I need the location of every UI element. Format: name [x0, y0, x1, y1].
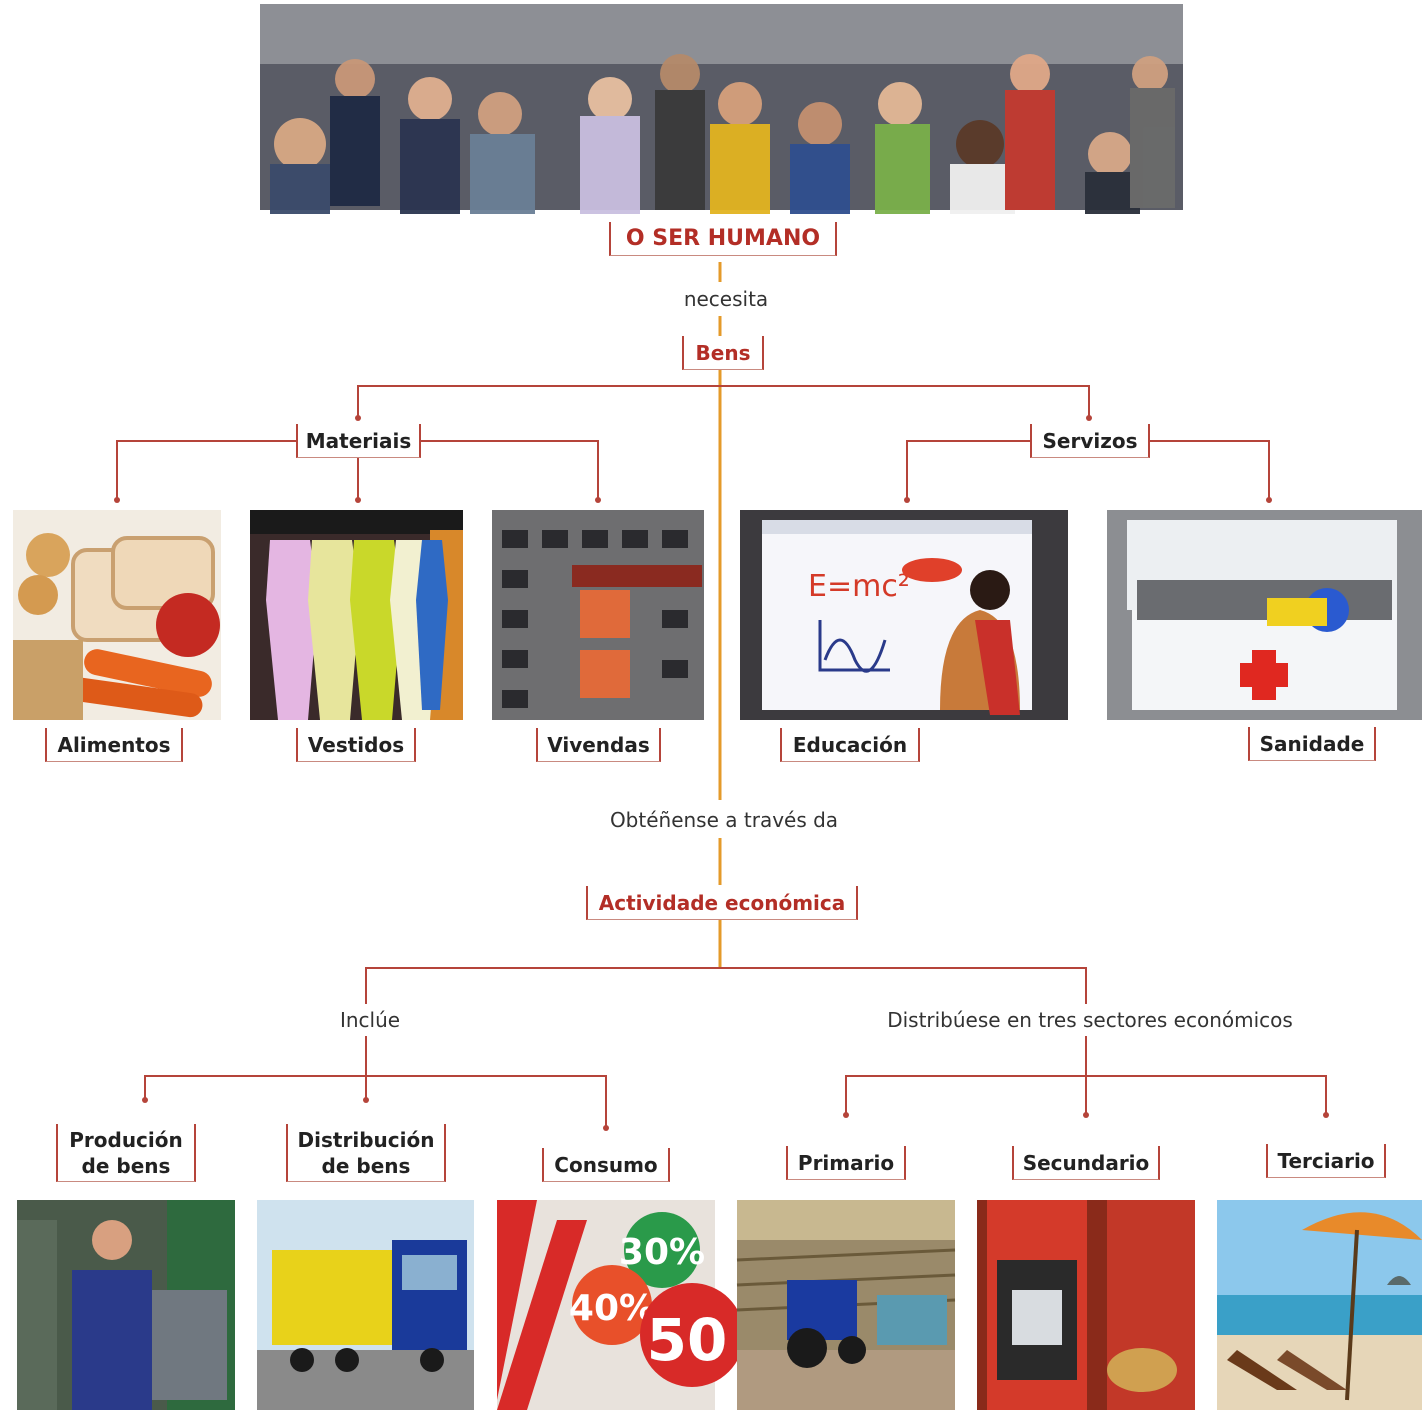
discount-30-text: 30% [619, 1232, 705, 1273]
producion-line2: de bens [81, 1153, 171, 1178]
formula-text: E=mc² [808, 569, 910, 604]
tractor-field-photo [736, 1200, 956, 1410]
food-photo [13, 510, 221, 720]
discount-50-text: 50 [647, 1306, 728, 1374]
industrial-machine-photo [977, 1200, 1195, 1410]
actividade-economica-node: Actividade económica [586, 886, 858, 920]
alimentos-label: Alimentos [45, 728, 183, 762]
connector-label-distribuese: Distribúese en tres sectores económicos [862, 1008, 1318, 1032]
servizos-node: Servizos [1030, 424, 1150, 458]
discount-40-text: 40% [569, 1288, 655, 1329]
root-node: O SER HUMANO [609, 222, 837, 256]
vestidos-label: Vestidos [296, 728, 416, 762]
consumo-label: Consumo [542, 1148, 670, 1182]
distribucion-line1: Distribución [297, 1127, 435, 1152]
factory-worker-photo [17, 1200, 235, 1410]
producion-line1: Produción [69, 1127, 183, 1152]
bens-node: Bens [682, 336, 764, 370]
connector-label-necesita: necesita [674, 287, 778, 311]
beach-photo [1217, 1200, 1422, 1410]
housing-photo [492, 510, 704, 720]
sale-discount-photo: 30% 40% 50 [497, 1200, 744, 1410]
secundario-label: Secundario [1012, 1146, 1160, 1180]
truck-photo [257, 1200, 474, 1410]
connector-label-obtenense: Obtéñense a través da [592, 808, 856, 832]
whiteboard-photo: E=mc² [740, 510, 1068, 720]
first-aid-kit-photo [1107, 510, 1422, 720]
materiais-node: Materiais [296, 424, 421, 458]
educacion-label: Educación [780, 728, 920, 762]
clothes-photo [250, 510, 463, 720]
terciario-label: Terciario [1266, 1144, 1386, 1178]
distribucion-line2: de bens [321, 1153, 411, 1178]
connector-label-inclue: Inclúe [322, 1008, 418, 1032]
crowd-photo [260, 4, 1183, 214]
primario-label: Primario [786, 1146, 906, 1180]
vivendas-label: Vivendas [536, 728, 661, 762]
sanidade-label: Sanidade [1248, 727, 1376, 761]
